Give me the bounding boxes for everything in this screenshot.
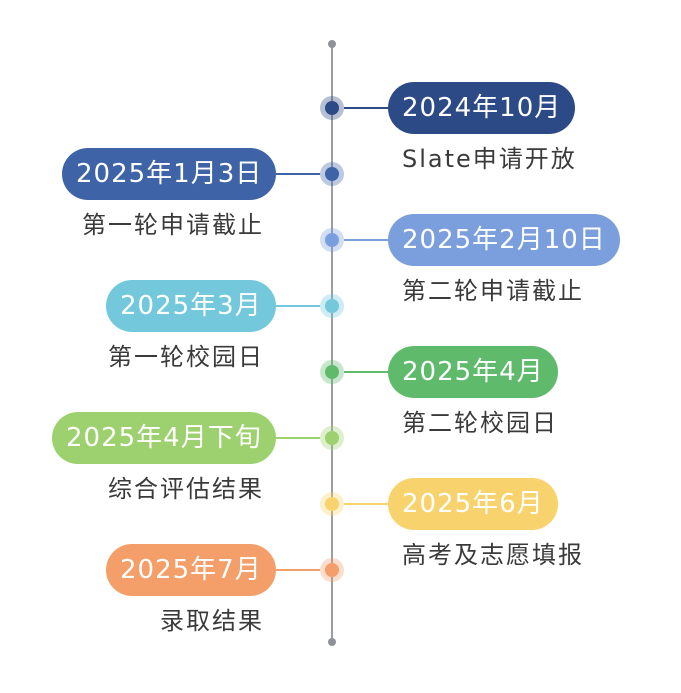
axis-top-cap bbox=[328, 40, 336, 48]
event-label: 综合评估结果 bbox=[108, 475, 264, 503]
timeline-node bbox=[320, 228, 344, 252]
event-label: Slate申请开放 bbox=[402, 145, 577, 173]
event-connector bbox=[344, 371, 388, 373]
event-connector bbox=[276, 173, 320, 175]
event-label: 第二轮申请截止 bbox=[402, 277, 584, 305]
event-date-pill: 2025年4月 bbox=[388, 346, 558, 398]
event-connector bbox=[344, 107, 388, 109]
axis-bottom-cap bbox=[328, 638, 336, 646]
event-connector bbox=[344, 239, 388, 241]
event-date-pill: 2025年3月 bbox=[106, 280, 276, 332]
event-date-pill: 2025年7月 bbox=[106, 544, 276, 596]
event-date-pill: 2025年6月 bbox=[388, 478, 558, 530]
timeline-node-core bbox=[325, 167, 339, 181]
event-connector bbox=[276, 305, 320, 307]
event-label: 第二轮校园日 bbox=[402, 409, 558, 437]
timeline-node-core bbox=[325, 431, 339, 445]
event-date-pill: 2024年10月 bbox=[388, 82, 576, 134]
timeline-node-core bbox=[325, 365, 339, 379]
timeline-node-core bbox=[325, 497, 339, 511]
timeline-node bbox=[320, 96, 344, 120]
timeline-node bbox=[320, 492, 344, 516]
timeline-node-core bbox=[325, 101, 339, 115]
event-connector bbox=[276, 569, 320, 571]
event-label: 高考及志愿填报 bbox=[402, 541, 584, 569]
event-connector bbox=[344, 503, 388, 505]
event-label: 录取结果 bbox=[160, 607, 264, 635]
timeline-node bbox=[320, 162, 344, 186]
timeline-axis bbox=[331, 44, 333, 642]
event-label: 第一轮申请截止 bbox=[82, 211, 264, 239]
event-date-pill: 2025年4月下旬 bbox=[52, 412, 276, 464]
timeline-node-core bbox=[325, 299, 339, 313]
event-label: 第一轮校园日 bbox=[108, 343, 264, 371]
event-date-pill: 2025年1月3日 bbox=[62, 148, 277, 200]
timeline-node-core bbox=[325, 563, 339, 577]
timeline-node-core bbox=[325, 233, 339, 247]
timeline-node bbox=[320, 426, 344, 450]
event-connector bbox=[276, 437, 320, 439]
timeline-node bbox=[320, 558, 344, 582]
timeline-node bbox=[320, 360, 344, 384]
event-date-pill: 2025年2月10日 bbox=[388, 214, 620, 266]
timeline-node bbox=[320, 294, 344, 318]
